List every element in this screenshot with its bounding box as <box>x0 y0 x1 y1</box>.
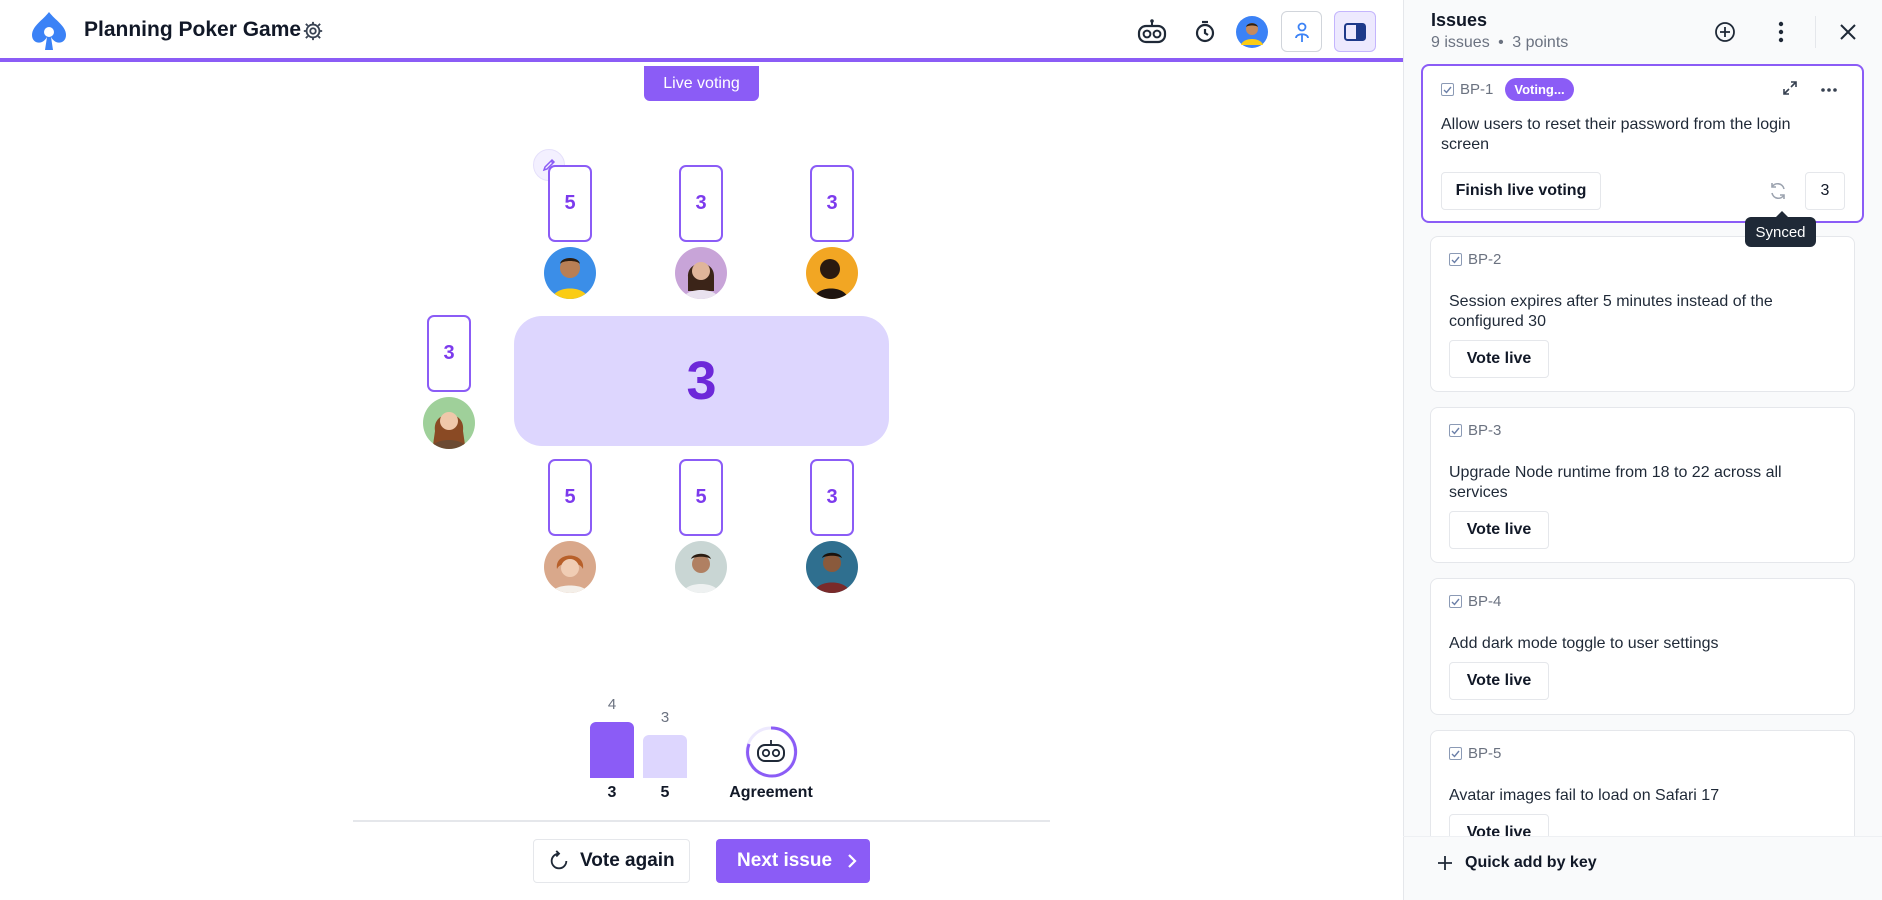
story-checkbox-icon <box>1449 253 1462 266</box>
avatar[interactable] <box>423 397 475 449</box>
vote-live-button[interactable]: Vote live <box>1449 340 1549 378</box>
voting-status-badge: Voting... <box>1505 78 1574 101</box>
poker-table: 3 <box>514 316 889 446</box>
spade-logo-icon[interactable] <box>26 10 72 54</box>
issue-card[interactable]: BP-3 Upgrade Node runtime from 18 to 22 … <box>1430 407 1855 563</box>
avatar[interactable] <box>544 247 596 299</box>
avatar[interactable] <box>675 247 727 299</box>
story-checkbox-icon <box>1449 595 1462 608</box>
player-card: 3 <box>810 459 854 536</box>
tooltip-arrow <box>1776 211 1788 217</box>
player-card: 3 <box>679 165 723 242</box>
add-issue-icon[interactable] <box>1711 18 1739 46</box>
issue-card[interactable]: BP-4 Add dark mode toggle to user settin… <box>1430 578 1855 715</box>
player-card: 3 <box>810 165 854 242</box>
player-card: 5 <box>679 459 723 536</box>
issue-key: BP-3 <box>1449 422 1501 439</box>
agreement-robot-icon <box>744 725 798 779</box>
person-pin-icon[interactable] <box>1281 11 1322 52</box>
issue-key-label: BP-4 <box>1468 593 1502 610</box>
sidebar-footer-divider <box>1403 836 1882 837</box>
next-issue-button[interactable]: Next issue <box>716 839 870 883</box>
vote-bar <box>643 735 687 778</box>
avatar[interactable] <box>806 541 858 593</box>
issue-key: BP-4 <box>1449 593 1501 610</box>
sidebar-title: Issues <box>1431 10 1488 30</box>
vote-count: 4 <box>607 696 617 713</box>
issue-count: 9 issues <box>1431 34 1490 51</box>
finish-live-voting-button[interactable]: Finish live voting <box>1441 172 1601 210</box>
avatar[interactable] <box>806 247 858 299</box>
game-area: Planning Poker Game <box>0 0 1403 883</box>
issue-key: BP-5 <box>1449 745 1501 762</box>
issue-key: BP-1 Voting... <box>1441 78 1574 101</box>
issue-key-label: BP-3 <box>1468 422 1502 439</box>
issue-key-label: BP-2 <box>1468 251 1502 268</box>
agreement-label: Agreement <box>729 784 813 801</box>
vote-again-button[interactable]: Vote again <box>533 839 690 883</box>
vote-bar-label: 3 <box>607 784 617 801</box>
player-card: 5 <box>548 459 592 536</box>
issue-title: Allow users to reset their password from… <box>1441 116 1791 153</box>
header-divider <box>1815 16 1816 48</box>
vote-live-button[interactable]: Vote live <box>1449 662 1549 700</box>
vote-live-button[interactable]: Vote live <box>1449 511 1549 549</box>
sidebar-toggle-icon[interactable] <box>1334 11 1376 52</box>
vote-live-button[interactable]: Vote live <box>1449 814 1549 836</box>
current-user-avatar[interactable] <box>1232 12 1272 52</box>
quick-add-label: Quick add by key <box>1465 854 1597 871</box>
issue-list[interactable]: BP-1 Voting... Allow users to reset thei… <box>1420 62 1867 836</box>
summary-separator: • <box>1498 34 1504 51</box>
divider <box>353 820 1050 822</box>
player-card: 5 <box>548 165 592 242</box>
table-result-value: 3 <box>686 351 717 411</box>
issue-key-label: BP-1 <box>1460 81 1494 98</box>
quick-add-by-key-button[interactable]: Quick add by key <box>1437 854 1597 872</box>
top-bar: Planning Poker Game <box>0 0 1403 62</box>
issue-title: Upgrade Node runtime from 18 to 22 acros… <box>1449 464 1782 501</box>
timer-icon[interactable] <box>1185 12 1225 52</box>
points-total: 3 points <box>1512 34 1569 51</box>
issue-key: BP-2 <box>1449 251 1501 268</box>
more-vertical-icon[interactable] <box>1767 18 1795 46</box>
synced-tooltip: Synced <box>1745 217 1816 247</box>
story-checkbox-icon <box>1441 83 1454 96</box>
avatar[interactable] <box>544 541 596 593</box>
live-voting-badge: Live voting <box>644 66 759 101</box>
story-checkbox-icon <box>1449 747 1462 760</box>
more-horizontal-icon[interactable] <box>1820 80 1840 100</box>
story-checkbox-icon <box>1449 424 1462 437</box>
refresh-icon <box>550 850 568 870</box>
issue-card[interactable]: BP-5 Avatar images fail to load on Safar… <box>1430 730 1855 836</box>
vote-count: 3 <box>660 709 670 726</box>
chevron-right-icon <box>848 854 857 868</box>
issue-card[interactable]: BP-2 Session expires after 5 minutes ins… <box>1430 236 1855 392</box>
issue-title: Add dark mode toggle to user settings <box>1449 635 1719 652</box>
expand-icon[interactable] <box>1782 80 1802 100</box>
estimate-input[interactable]: 3 <box>1805 172 1845 210</box>
vote-bar-label: 5 <box>660 784 670 801</box>
avatar[interactable] <box>675 541 727 593</box>
issue-card-active[interactable]: BP-1 Voting... Allow users to reset thei… <box>1421 64 1864 223</box>
issue-title: Avatar images fail to load on Safari 17 <box>1449 787 1720 804</box>
issue-key-label: BP-5 <box>1468 745 1502 762</box>
gear-icon[interactable] <box>300 18 326 44</box>
plus-icon <box>1438 856 1452 870</box>
vote-again-label: Vote again <box>580 850 675 871</box>
player-card: 3 <box>427 315 471 392</box>
robot-icon[interactable] <box>1132 12 1172 52</box>
sync-icon[interactable] <box>1768 181 1790 203</box>
issue-title: Session expires after 5 minutes instead … <box>1449 293 1773 330</box>
issues-summary: 9 issues • 3 points <box>1431 34 1568 52</box>
vote-bar <box>590 722 634 778</box>
close-icon[interactable] <box>1834 18 1862 46</box>
game-title[interactable]: Planning Poker Game <box>84 18 302 41</box>
next-issue-label: Next issue <box>737 850 833 871</box>
